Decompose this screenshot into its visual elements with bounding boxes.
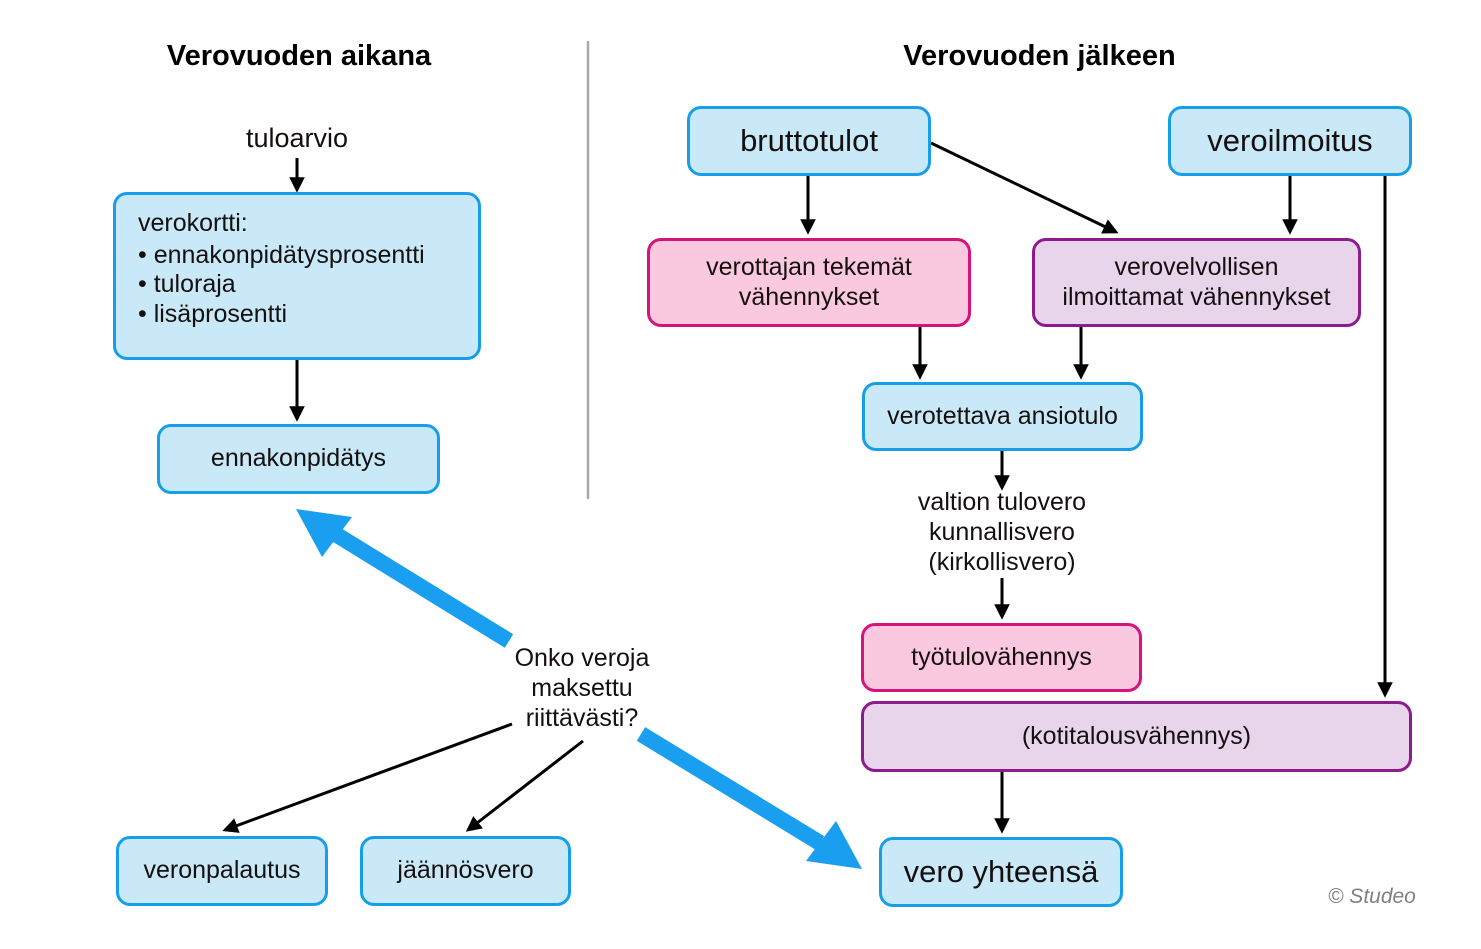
node-verovelvollisen-vahennykset-line-2: ilmoittamat vähennykset: [1062, 282, 1331, 311]
node-ennakonpidatys[interactable]: ennakonpidätys: [157, 424, 440, 494]
decision-question-line-2: maksettu: [531, 674, 633, 702]
edge-question-jaannosvero: [465, 739, 584, 832]
decision-question-line-3: riittävästi?: [525, 704, 639, 732]
edge-question-veronpalautus: [222, 722, 513, 833]
node-kotitalousvahennys[interactable]: (kotitalousvähennys): [861, 701, 1412, 772]
blue-arrow-to-ennakonpidatys: [296, 509, 514, 648]
verokortti-bullet-2: • lisäprosentti: [138, 299, 288, 328]
node-verotettava-ansiotulo-label: verotettava ansiotulo: [887, 401, 1118, 430]
watermark-studeo: © Studeo: [1328, 885, 1416, 908]
label-kunnallisvero: kunnallisvero: [929, 518, 1075, 546]
node-verovelvollisen-vahennykset[interactable]: verovelvollisen ilmoittamat vähennykset: [1032, 238, 1361, 327]
node-bruttotulot-label: bruttotulot: [740, 122, 878, 158]
section-title-left: Verovuoden aikana: [166, 40, 432, 72]
blue-arrow-to-vero-yhteensa: [636, 727, 862, 869]
node-verottajan-vahennykset[interactable]: verottajan tekemät vähennykset: [647, 238, 971, 327]
node-veronpalautus[interactable]: veronpalautus: [116, 836, 328, 906]
decision-question-line-1: Onko veroja: [514, 644, 650, 672]
node-verovelvollisen-vahennykset-line-1: verovelvollisen: [1114, 253, 1279, 281]
node-tyotulovahennys[interactable]: työtulovähennys: [861, 623, 1142, 692]
node-vero-yhteensa[interactable]: vero yhteensä: [879, 837, 1123, 907]
node-tyotulovahennys-label: työtulovähennys: [911, 642, 1092, 671]
node-verotettava-ansiotulo[interactable]: verotettava ansiotulo: [862, 382, 1143, 451]
label-valtion-tulovero: valtion tulovero: [917, 488, 1087, 516]
node-verottajan-vahennykset-line-2: vähennykset: [738, 282, 880, 311]
label-kirkollisvero: (kirkollisvero): [928, 548, 1076, 576]
node-verottajan-vahennykset-line-1: verottajan tekemät: [706, 253, 912, 281]
node-bruttotulot[interactable]: bruttotulot: [687, 106, 931, 176]
node-jaannosvero[interactable]: jäännösvero: [360, 836, 571, 906]
node-veronpalautus-label: veronpalautus: [143, 856, 301, 885]
verokortti-bullet-0: • ennakonpidätysprosentti: [138, 240, 425, 269]
label-tuloarvio: tuloarvio: [245, 123, 349, 153]
node-verokortti[interactable]: verokortti: • ennakonpidätysprosentti • …: [113, 192, 481, 360]
node-ennakonpidatys-label: ennakonpidätys: [210, 444, 387, 473]
verokortti-heading: verokortti:: [138, 209, 248, 237]
node-veroilmoitus[interactable]: veroilmoitus: [1168, 106, 1412, 176]
node-vero-yhteensa-label: vero yhteensä: [903, 853, 1099, 889]
node-kotitalousvahennys-label: (kotitalousvähennys): [1021, 721, 1252, 750]
verokortti-bullet-1: • tuloraja: [138, 270, 236, 298]
node-veroilmoitus-label: veroilmoitus: [1207, 122, 1373, 158]
edge-bruttotulot-verovelvollinen: [930, 141, 1119, 234]
section-title-right: Verovuoden jälkeen: [903, 40, 1176, 72]
decision-question: Onko veroja maksettu riittävästi?: [462, 643, 702, 733]
node-jaannosvero-label: jäännösvero: [397, 856, 534, 885]
label-tax-types: valtion tulovero kunnallisvero (kirkolli…: [882, 487, 1122, 577]
